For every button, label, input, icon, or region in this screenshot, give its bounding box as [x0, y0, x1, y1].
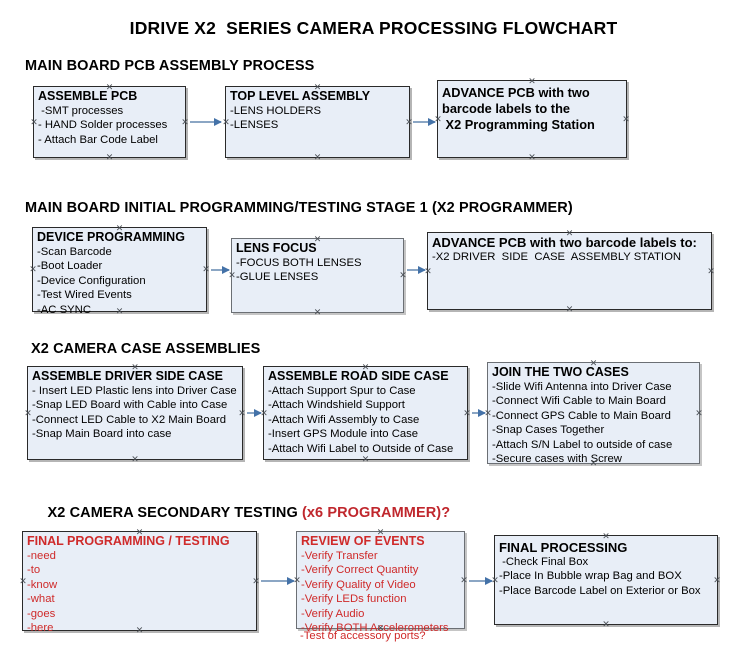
node-overflow-line-review-of-events: -Test of accessory ports?	[300, 630, 426, 642]
node-line: - Insert LED Plastic lens into Driver Ca…	[32, 385, 237, 397]
node-line: -LENS HOLDERS	[230, 105, 322, 117]
node-assemble-pcb[interactable]: ASSEMBLE PCB -SMT processes - HAND Solde…	[33, 86, 186, 158]
connector-review-of-events-to-final-processing	[469, 577, 493, 585]
node-line: -AC SYNC	[37, 303, 91, 316]
node-title: ADVANCE PCB with two barcode labels to:	[432, 235, 697, 250]
node-title: DEVICE PROGRAMMING	[37, 230, 185, 244]
connection-handle-bottom[interactable]	[313, 308, 322, 317]
node-line: -Device Configuration	[37, 274, 146, 287]
node-title: REVIEW OF EVENTS	[301, 534, 425, 548]
section-heading-main-board-initial-programming: MAIN BOARD INITIAL PROGRAMMING/TESTING S…	[25, 200, 573, 216]
node-line: -Verify BOTH Accelerometers	[301, 622, 449, 635]
node-title: TOP LEVEL ASSEMBLY	[230, 89, 371, 103]
node-title: ASSEMBLE DRIVER SIDE CASE	[32, 369, 224, 383]
node-line: -need	[27, 550, 56, 562]
connector-top-level-assembly-to-advance-pcb	[413, 118, 436, 126]
node-line: -Boot Loader	[37, 260, 103, 273]
node-line: -here	[27, 622, 54, 635]
node-line: - HAND Solder processes	[38, 119, 168, 132]
page-title: IDRIVE X2 SERIES CAMERA PROCESSING FLOWC…	[129, 18, 618, 38]
node-title: ASSEMBLE ROAD SIDE CASE	[268, 369, 449, 383]
node-line: - Attach Bar Code Label	[38, 133, 158, 146]
node-title: LENS FOCUS	[236, 241, 317, 255]
connection-handle-bottom[interactable]	[105, 153, 114, 162]
connection-handle-bottom[interactable]	[565, 305, 574, 314]
node-line: -Connect Wifi Cable to Main Board	[492, 395, 666, 408]
node-line: -know	[27, 578, 58, 591]
node-line: -Snap Main Board into case	[32, 428, 172, 441]
node-title: ASSEMBLE PCB	[38, 89, 138, 103]
connection-handle-bottom[interactable]	[131, 455, 140, 464]
node-line: -Snap LED Board with Cable into Case	[32, 399, 228, 412]
node-join-the-two-cases[interactable]: JOIN THE TWO CASES -Slide Wifi Antenna i…	[487, 362, 700, 466]
node-title: JOIN THE TWO CASES	[492, 365, 629, 379]
node-title: FINAL PROCESSING	[499, 540, 628, 555]
node-line: -Connect GPS Cable to Main Board	[492, 409, 671, 422]
node-line: -Attach Wifi Assembly to Case	[268, 413, 420, 426]
node-title: ADVANCE PCB with two barcode labels to t…	[442, 85, 595, 132]
node-advance-pcb-driver-side-case[interactable]: ADVANCE PCB with two barcode labels to: …	[427, 232, 712, 310]
node-review-of-events[interactable]: REVIEW OF EVENTS -Verify Transfer -Verif…	[296, 531, 465, 634]
node-line: -Slide Wifi Antenna into Driver Case	[492, 381, 672, 393]
node-line: -Verify Quality of Video	[301, 578, 416, 591]
section-heading-x2-camera-case-assemblies: X2 CAMERA CASE ASSEMBLIES	[31, 341, 261, 357]
connector-device-programming-to-lens-focus	[211, 266, 230, 274]
node-line: -Snap Cases Together	[492, 424, 605, 437]
section-heading-x2-camera-secondary-testing: X2 CAMERA SECONDARY TESTING (x6 PROGRAMM…	[31, 489, 451, 537]
node-line: -Verify Correct Quantity	[301, 564, 419, 577]
node-line: -Scan Barcode	[37, 246, 112, 258]
connector-final-programming-to-review-of-events	[261, 577, 295, 585]
node-line: -Connect LED Cable to X2 Main Board	[32, 413, 227, 426]
connector-driver-side-to-road-side	[247, 409, 262, 417]
node-line: -Attach Wifi Label to Outside of Case	[268, 442, 454, 455]
connection-handle-bottom[interactable]	[528, 153, 537, 162]
node-line: -what	[27, 593, 55, 606]
connection-handle-bottom[interactable]	[313, 153, 322, 162]
node-line: -Verify Transfer	[301, 550, 378, 562]
node-line: -Place Barcode Label on Exterior or Box	[499, 584, 701, 597]
node-final-processing[interactable]: FINAL PROCESSING -Check Final Box -Place…	[494, 535, 718, 625]
connection-handle-right[interactable]	[707, 267, 716, 276]
node-line: -to	[27, 564, 41, 577]
node-line: -Verify Audio	[301, 607, 365, 620]
node-advance-pcb-programming-station[interactable]: ADVANCE PCB with two barcode labels to t…	[437, 80, 627, 158]
node-line: -Test Wired Events	[37, 289, 132, 302]
node-line: -Attach Support Spur to Case	[268, 385, 416, 397]
node-assemble-driver-side-case[interactable]: ASSEMBLE DRIVER SIDE CASE - Insert LED P…	[27, 366, 243, 460]
connector-assemble-pcb-to-top-level-assembly	[190, 118, 222, 126]
connector-road-side-to-join-cases	[472, 409, 486, 417]
node-line: -Attach S/N Label to outside of case	[492, 438, 673, 451]
node-line: -Check Final Box	[499, 556, 589, 568]
node-device-programming[interactable]: DEVICE PROGRAMMING -Scan Barcode -Boot L…	[32, 227, 207, 316]
node-line: -Secure cases with Screw	[492, 453, 622, 466]
connector-lens-focus-to-advance-pcb-driver-side	[407, 266, 426, 274]
connection-handle-bottom[interactable]	[602, 620, 611, 629]
section-heading-accent: (x6 PROGRAMMER)?	[301, 505, 451, 521]
node-title: FINAL PROGRAMMING / TESTING	[27, 534, 230, 548]
node-line: -LENSES	[230, 119, 279, 132]
node-line: -FOCUS BOTH LENSES	[236, 257, 362, 269]
section-heading-text: X2 CAMERA SECONDARY TESTING	[47, 505, 302, 521]
node-line: -Insert GPS Module into Case	[268, 428, 419, 441]
node-line: -SMT processes	[38, 105, 124, 117]
node-assemble-road-side-case[interactable]: ASSEMBLE ROAD SIDE CASE -Attach Support …	[263, 366, 468, 460]
node-final-programming-testing[interactable]: FINAL PROGRAMMING / TESTING -need -to -k…	[22, 531, 257, 634]
node-line: -Attach Windshield Support	[268, 399, 405, 412]
section-heading-main-board-pcb-assembly: MAIN BOARD PCB ASSEMBLY PROCESS	[25, 58, 315, 74]
node-line: -X2 DRIVER SIDE CASE ASSEMBLY STATION	[432, 251, 682, 263]
node-lens-focus[interactable]: LENS FOCUS -FOCUS BOTH LENSES -GLUE LENS…	[231, 238, 404, 313]
node-line: -GLUE LENSES	[236, 271, 319, 284]
node-line: -Place In Bubble wrap Bag and BOX	[499, 570, 682, 583]
node-line: -Verify LEDs function	[301, 593, 407, 606]
node-top-level-assembly[interactable]: TOP LEVEL ASSEMBLY -LENS HOLDERS -LENSES	[225, 86, 410, 158]
node-line: -goes	[27, 607, 56, 620]
